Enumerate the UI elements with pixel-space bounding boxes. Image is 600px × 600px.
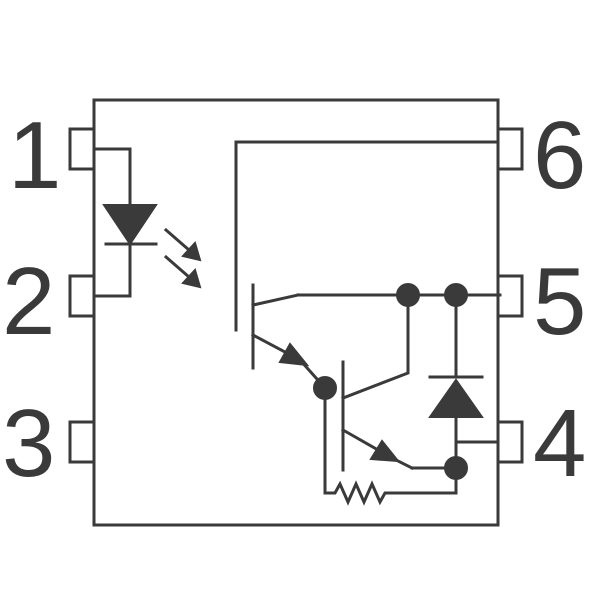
junction-dot xyxy=(313,376,337,400)
light-emission-arrows-icon xyxy=(163,227,202,289)
pin-2-pad xyxy=(68,274,96,318)
pin-3-label: 3 xyxy=(2,390,55,497)
pin-6-pad xyxy=(496,127,524,171)
pin-1-pad xyxy=(68,127,96,171)
junction-dot xyxy=(444,456,468,480)
pin-5-pad xyxy=(496,274,524,318)
pin-1-label: 1 xyxy=(8,102,61,209)
led-diode-icon xyxy=(92,147,158,298)
pin-4-pad xyxy=(496,420,524,464)
phototransistor-icon xyxy=(234,140,502,391)
output-transistor-icon xyxy=(340,293,458,472)
resistor-icon xyxy=(323,386,458,506)
protection-diode-icon xyxy=(428,293,500,470)
pin-6-label: 6 xyxy=(533,102,586,209)
pin-4-label: 4 xyxy=(533,390,586,497)
junction-dot xyxy=(444,283,468,307)
pin-5-label: 5 xyxy=(533,248,586,355)
pin-3-pad xyxy=(68,420,96,464)
pin-2-label: 2 xyxy=(2,248,55,355)
package-outline xyxy=(92,98,500,527)
junction-dot xyxy=(396,283,420,307)
